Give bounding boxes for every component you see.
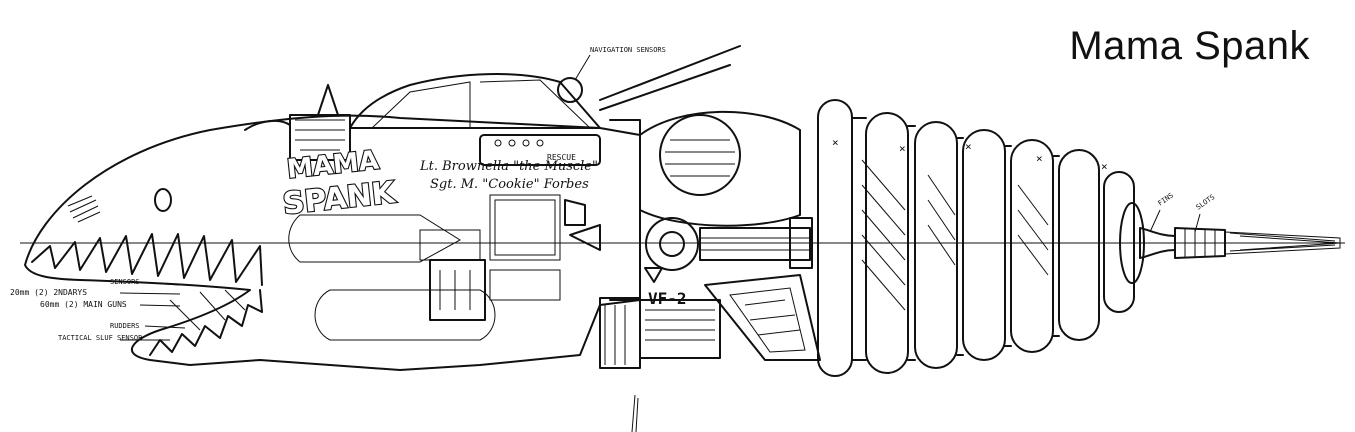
machinery-section <box>599 110 813 369</box>
nose-art: MAMA SPANK <box>280 144 399 223</box>
stray-mark <box>631 394 639 432</box>
antenna <box>599 45 741 101</box>
tail-fin <box>704 274 821 361</box>
crew-names: Lt. Brownella "the Muscle" Sgt. M. "Cook… <box>419 159 598 192</box>
callout-main-guns: 60mm (2) MAIN GUNS <box>40 300 127 309</box>
svg-text:×: × <box>832 136 839 149</box>
callout-rudders: RUDDERS <box>110 322 140 330</box>
callout-tactical-sensor: TACTICAL SLUF SENSOR <box>58 334 143 342</box>
shark-hull <box>24 114 663 371</box>
svg-text:×: × <box>1101 160 1108 173</box>
callout-sensors: SENSORS <box>110 278 140 286</box>
callout-nav-sensors: NAVIGATION SENSORS <box>590 46 666 54</box>
svg-text:×: × <box>965 140 972 153</box>
canopy <box>244 45 741 166</box>
crew-name-1: Lt. Brownella "the Muscle" <box>419 159 598 174</box>
canopy-label: RESCUE <box>547 153 576 162</box>
callout-secondaries: 20mm (2) 2NDARYS <box>10 288 87 297</box>
svg-text:×: × <box>1036 152 1043 165</box>
shark-eye <box>154 188 172 212</box>
coil-stack: × × × × × <box>817 99 1135 377</box>
svg-text:×: × <box>899 142 906 155</box>
hull-marking: VF-2 <box>648 289 687 308</box>
page-title: Mama Spank <box>1069 24 1310 68</box>
callout-slots: SLOTS <box>1195 193 1217 212</box>
crew-name-2: Sgt. M. "Cookie" Forbes <box>430 177 589 192</box>
callout-fins: FINS <box>1157 191 1175 207</box>
